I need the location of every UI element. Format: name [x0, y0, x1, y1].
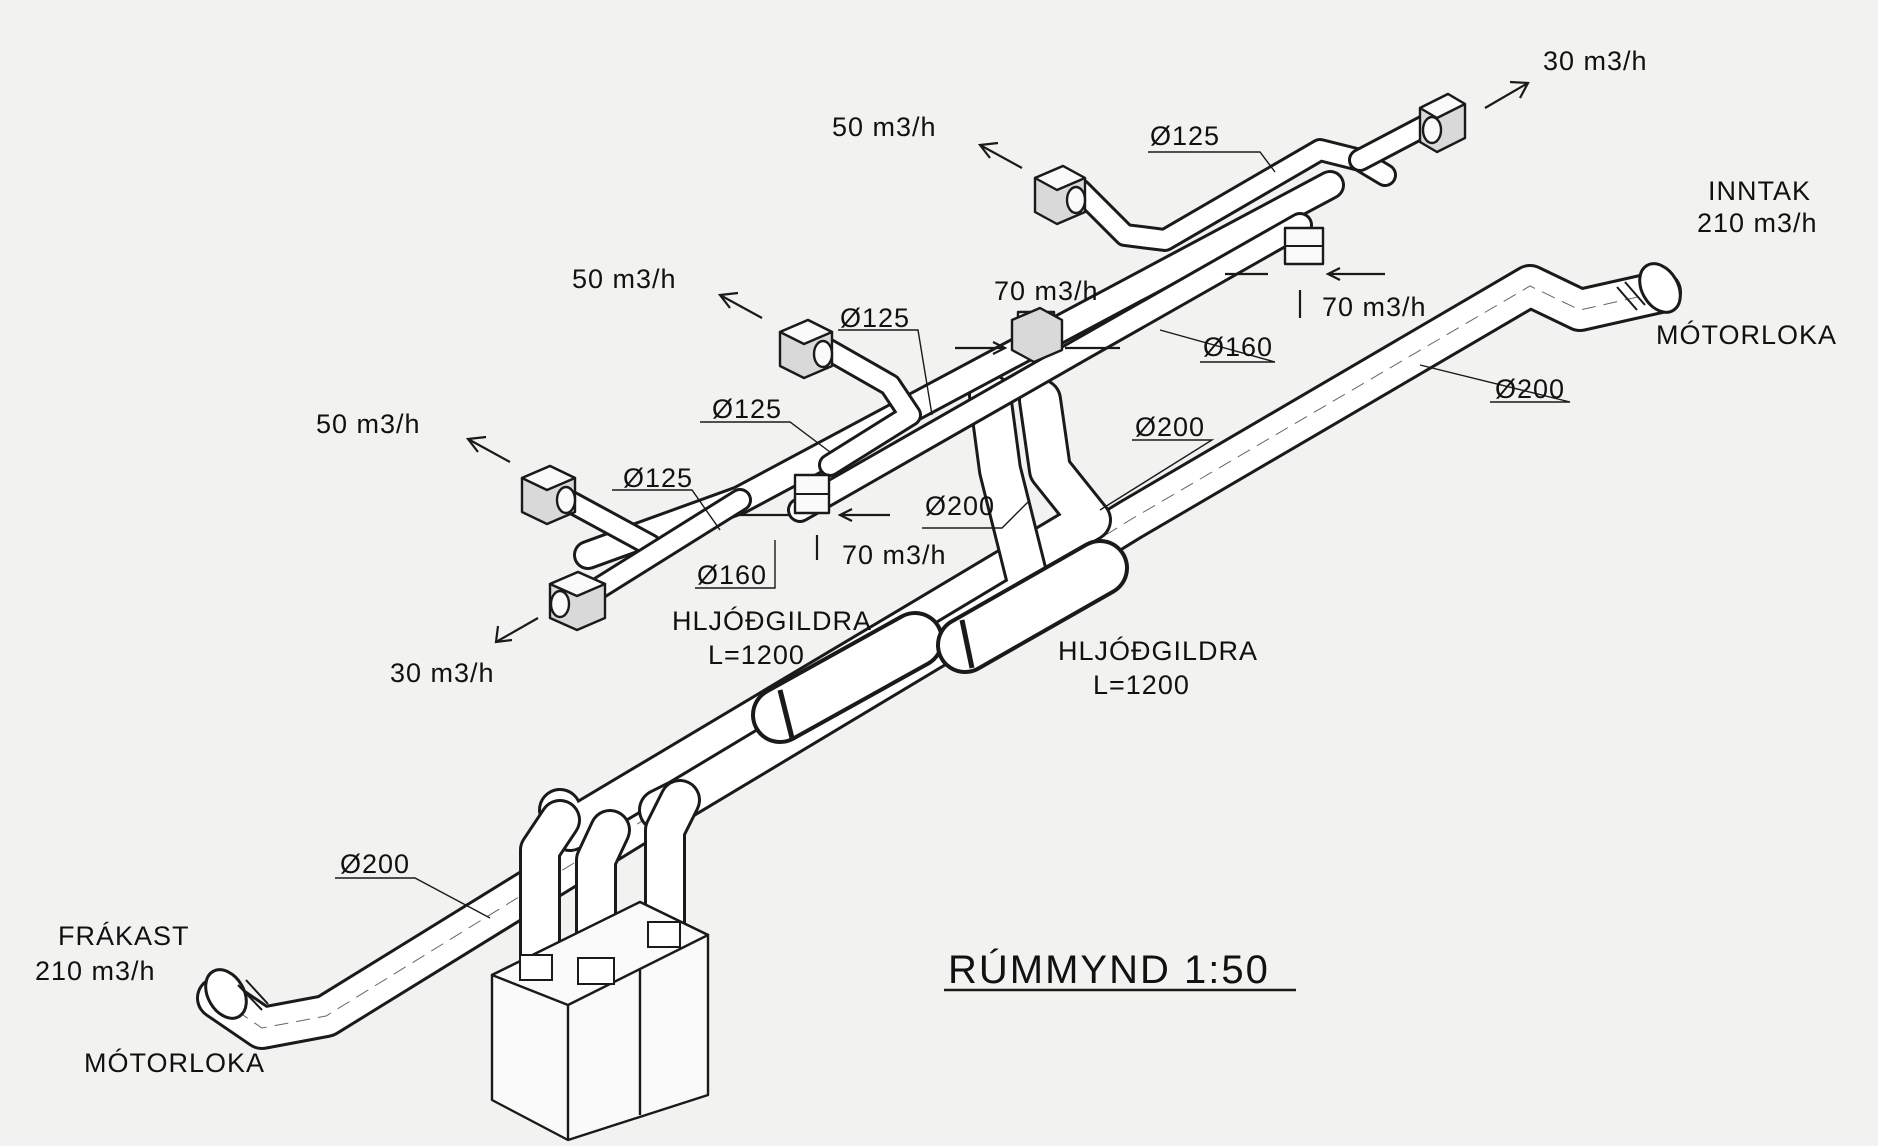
- d125-left2-label: Ø125: [623, 463, 693, 493]
- flow-30-bottom-label: 30 m3/h: [390, 658, 495, 688]
- duct-network: [196, 106, 1682, 1050]
- d200-center-label: Ø200: [925, 491, 995, 521]
- flow-70-mid-label: 70 m3/h: [994, 276, 1099, 306]
- flow-70-right-label: 70 m3/h: [1322, 292, 1427, 322]
- damper-marks: [740, 267, 1385, 560]
- motor-damper-left: [204, 968, 269, 1020]
- leader-lines: [335, 151, 1571, 919]
- arrow-50-left: [465, 435, 511, 463]
- d200-left-label: Ø200: [340, 849, 410, 879]
- silencer-2: [936, 539, 1129, 674]
- hljodgildra-1-label: HLJÓÐGILDRA: [672, 605, 872, 636]
- inntak-flow-label: 210 m3/h: [1697, 208, 1818, 238]
- arrow-50-top: [977, 141, 1023, 169]
- d125-mid-label: Ø125: [840, 303, 910, 333]
- hljodgildra-2-label: HLJÓÐGILDRA: [1058, 635, 1258, 666]
- valve-center: [1010, 306, 1064, 364]
- arrow-30-top: [1484, 80, 1530, 109]
- inntak-label: INNTAK: [1708, 176, 1811, 206]
- flow-50-left-label: 50 m3/h: [316, 409, 421, 439]
- motor-damper-right: [1616, 262, 1682, 314]
- arrow-50-mid: [717, 291, 763, 319]
- arrow-30-bottom: [494, 617, 539, 644]
- valve-left: [520, 464, 577, 526]
- motorloka-right-label: MÓTORLOKA: [1656, 319, 1837, 350]
- motorloka-left-label: MÓTORLOKA: [84, 1047, 265, 1078]
- valve-top-right: [1418, 92, 1467, 154]
- d125-top-label: Ø125: [1150, 121, 1220, 151]
- d160-left-label: Ø160: [697, 560, 767, 590]
- d200-right-label: Ø200: [1495, 374, 1565, 404]
- valve-mid: [778, 318, 834, 380]
- hljodgildra-1-length-label: L=1200: [708, 640, 805, 670]
- drawing-title: RÚMMYND 1:50: [948, 947, 1270, 992]
- valve-top-left: [1033, 164, 1087, 226]
- frakast-flow-label: 210 m3/h: [35, 956, 156, 986]
- flow-damper-left: [793, 473, 831, 515]
- terminal-valves: [520, 92, 1467, 632]
- hljodgildra-2-length-label: L=1200: [1093, 670, 1190, 700]
- d200-mid-label: Ø200: [1135, 412, 1205, 442]
- labels: 30 m3/h 50 m3/h Ø125 INNTAK 210 m3/h 50 …: [35, 46, 1837, 1078]
- flow-70-left-label: 70 m3/h: [842, 540, 947, 570]
- silencer-1: [751, 611, 944, 744]
- flow-50-mid-label: 50 m3/h: [572, 264, 677, 294]
- valve-bottom-left: [548, 570, 607, 632]
- d160-right-label: Ø160: [1203, 332, 1273, 362]
- d125-left-label: Ø125: [712, 394, 782, 424]
- flow-arrows: [465, 80, 1530, 644]
- flow-damper-right: [1283, 226, 1325, 266]
- frakast-label: FRÁKAST: [58, 921, 190, 951]
- air-handling-unit: [490, 900, 710, 1142]
- flow-50-top-label: 50 m3/h: [832, 112, 937, 142]
- flow-30-top-label: 30 m3/h: [1543, 46, 1648, 76]
